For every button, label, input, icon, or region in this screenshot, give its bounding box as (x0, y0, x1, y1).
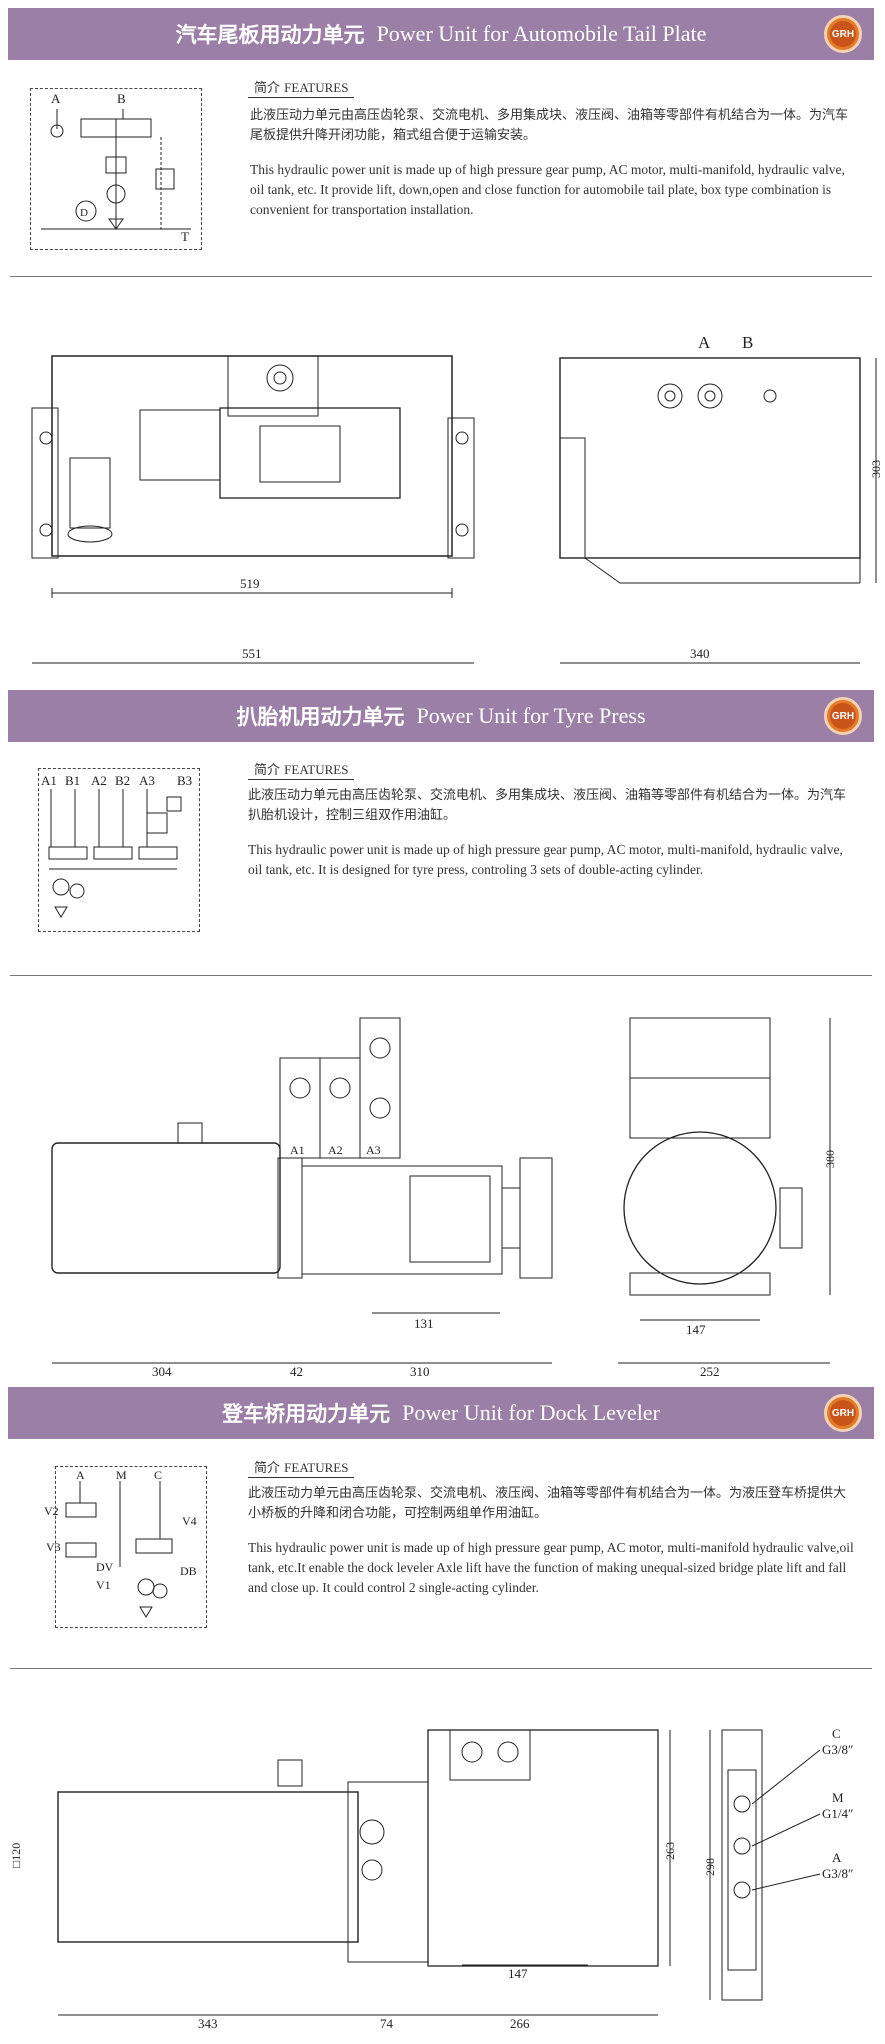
technical-drawing-dock-leveler: □120 147 343 74 266 263 298 C G3/8″ M G1… (9, 1726, 853, 2031)
grh-logo-icon: GRH (824, 15, 862, 53)
svg-text:131: 131 (414, 1316, 434, 1331)
svg-text:□120: □120 (9, 1843, 23, 1868)
svg-text:T: T (181, 229, 189, 244)
section-header-tail-plate: 汽车尾板用动力单元 Power Unit for Automobile Tail… (8, 8, 874, 60)
svg-text:A2: A2 (91, 773, 107, 788)
section-title-en: Power Unit for Tyre Press (416, 703, 646, 728)
svg-text:C: C (154, 1468, 162, 1482)
svg-text:A2: A2 (328, 1143, 343, 1157)
svg-text:A: A (832, 1850, 842, 1865)
description-zh: 此液压动力单元由高压齿轮泵、交流电机、液压阀、油箱等零部件有机结合为一体。为液压… (248, 1486, 847, 1521)
features-tag: 简介 FEATURES (248, 758, 355, 780)
section-description: 此液压动力单元由高压齿轮泵、交流电机、液压阀、油箱等零部件有机结合为一体。为液压… (248, 1484, 858, 1598)
description-en: This hydraulic power unit is made up of … (248, 1540, 854, 1595)
svg-text:B3: B3 (177, 773, 192, 788)
technical-drawing-tail-plate: 519 551 A B 303 340 (31, 333, 883, 664)
grh-logo-icon: GRH (824, 1394, 862, 1432)
section-description: 此液压动力单元由高压齿轮泵、交流电机、多用集成块、液压阀、油箱等零部件有机结合为… (248, 786, 848, 880)
svg-text:310: 310 (410, 1364, 430, 1379)
svg-text:V3: V3 (46, 1540, 61, 1554)
svg-text:263: 263 (663, 1842, 677, 1860)
svg-text:G3/8″: G3/8″ (822, 1742, 853, 1757)
svg-text:M: M (116, 1468, 127, 1482)
features-tag: 简介 FEATURES (248, 76, 355, 98)
hydraulic-schematic: A B T D (30, 88, 202, 250)
svg-text:298: 298 (703, 1858, 717, 1876)
section-title-zh: 登车桥用动力单元 (222, 1402, 391, 1426)
svg-text:D: D (80, 207, 88, 219)
svg-text:303: 303 (869, 460, 883, 478)
svg-text:304: 304 (152, 1364, 172, 1379)
svg-text:C: C (832, 1726, 841, 1741)
svg-text:DB: DB (180, 1564, 197, 1578)
svg-text:340: 340 (690, 646, 710, 661)
svg-text:V2: V2 (44, 1504, 59, 1518)
divider (10, 1668, 872, 1669)
svg-text:A3: A3 (139, 773, 155, 788)
svg-text:V4: V4 (182, 1514, 197, 1528)
svg-text:A3: A3 (366, 1143, 381, 1157)
svg-text:147: 147 (508, 1966, 528, 1981)
divider (10, 975, 872, 976)
svg-text:B: B (742, 333, 753, 352)
svg-text:DV: DV (96, 1560, 114, 1574)
svg-text:A: A (51, 91, 61, 106)
svg-text:252: 252 (700, 1364, 720, 1379)
description-zh: 此液压动力单元由高压齿轮泵、交流电机、多用集成块、液压阀、油箱等零部件有机结合为… (250, 108, 849, 143)
divider (10, 276, 872, 277)
svg-text:A: A (698, 333, 711, 352)
section-title-zh: 扒胎机用动力单元 (236, 705, 405, 729)
description-zh: 此液压动力单元由高压齿轮泵、交流电机、多用集成块、液压阀、油箱等零部件有机结合为… (248, 788, 847, 823)
svg-text:V1: V1 (96, 1578, 111, 1592)
svg-text:A: A (76, 1468, 85, 1482)
svg-text:147: 147 (686, 1322, 706, 1337)
svg-text:A1: A1 (41, 773, 57, 788)
svg-text:551: 551 (242, 646, 262, 661)
svg-text:74: 74 (380, 2016, 394, 2031)
section-header-tyre-press: 扒胎机用动力单元 Power Unit for Tyre Press GRH (8, 690, 874, 742)
schematic-diagram-icon: A B T D (41, 91, 191, 244)
schematic-diagram-icon: A M C V2 V4 V3 DV DB V1 (44, 1468, 197, 1618)
section-header-dock-leveler: 登车桥用动力单元 Power Unit for Dock Leveler GRH (8, 1387, 874, 1439)
svg-text:266: 266 (510, 2016, 530, 2031)
svg-text:G1/4″: G1/4″ (822, 1806, 853, 1821)
description-en: This hydraulic power unit is made up of … (248, 842, 843, 877)
svg-text:M: M (832, 1790, 844, 1805)
svg-text:519: 519 (240, 576, 260, 591)
section-description: 此液压动力单元由高压齿轮泵、交流电机、多用集成块、液压阀、油箱等零部件有机结合为… (250, 106, 850, 220)
schematic-diagram-icon: A1 B1 A2 B2 A3 B3 (41, 773, 192, 918)
svg-text:42: 42 (290, 1364, 303, 1379)
features-tag: 简介 FEATURES (248, 1456, 355, 1478)
section-title-zh: 汽车尾板用动力单元 (175, 23, 365, 47)
hydraulic-schematic: A M C V2 V4 V3 DV DB V1 (44, 1466, 207, 1628)
description-en: This hydraulic power unit is made up of … (250, 162, 845, 217)
svg-text:A1: A1 (290, 1143, 305, 1157)
svg-text:343: 343 (198, 2016, 218, 2031)
svg-text:B2: B2 (115, 773, 130, 788)
svg-text:B1: B1 (65, 773, 80, 788)
section-title-en: Power Unit for Automobile Tail Plate (376, 21, 707, 46)
svg-text:G3/8″: G3/8″ (822, 1866, 853, 1881)
grh-logo-icon: GRH (824, 697, 862, 735)
section-title-en: Power Unit for Dock Leveler (402, 1400, 660, 1425)
svg-text:380: 380 (823, 1150, 837, 1168)
technical-drawing-tyre-press: A1 A2 A3 131 304 42 310 380 147 252 (51, 1017, 837, 1379)
hydraulic-schematic: A1 B1 A2 B2 A3 B3 (38, 768, 200, 932)
svg-text:B: B (117, 91, 126, 106)
